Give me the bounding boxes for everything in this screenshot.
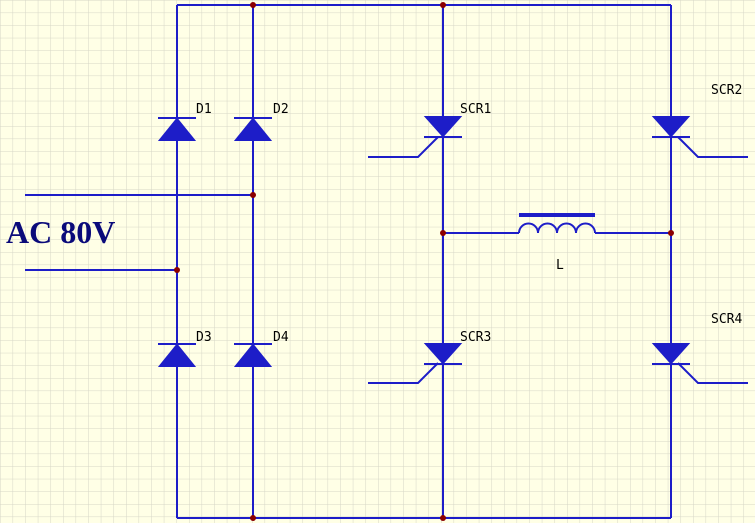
ac-source-label: AC 80V [6,214,115,250]
diodes [157,117,273,367]
scr1-gate-lead [368,136,439,158]
label-scr1: SCR1 [460,102,491,117]
junction-dot [250,515,256,521]
wires [25,4,748,519]
label-scr3: SCR3 [460,330,491,345]
junction-dot [668,230,674,236]
scr-2 [651,116,691,138]
scrs [423,116,691,365]
label-d4: D4 [273,330,289,345]
label-scr2: SCR2 [711,83,742,98]
junction-dot [440,515,446,521]
junction-dot [440,2,446,8]
scr3-gate-lead [368,362,439,384]
label-d3: D3 [196,330,212,345]
junction-dot [250,2,256,8]
diode-d1 [157,117,197,141]
label-inductor: L [556,258,564,273]
label-d1: D1 [196,102,212,117]
junction-dot [440,230,446,236]
scr-1 [423,116,463,138]
junction-dot [250,192,256,198]
scr4-gate-lead [677,362,748,384]
inductor-l [518,213,596,234]
scr2-gate-lead [677,136,748,158]
junctions [174,2,674,521]
scr-3 [423,343,463,365]
diode-d3 [157,343,197,367]
junction-dot [174,267,180,273]
label-scr4: SCR4 [711,312,742,327]
label-d2: D2 [273,102,289,117]
scr-4 [651,343,691,365]
diode-d4 [233,343,273,367]
diode-d2 [233,117,273,141]
